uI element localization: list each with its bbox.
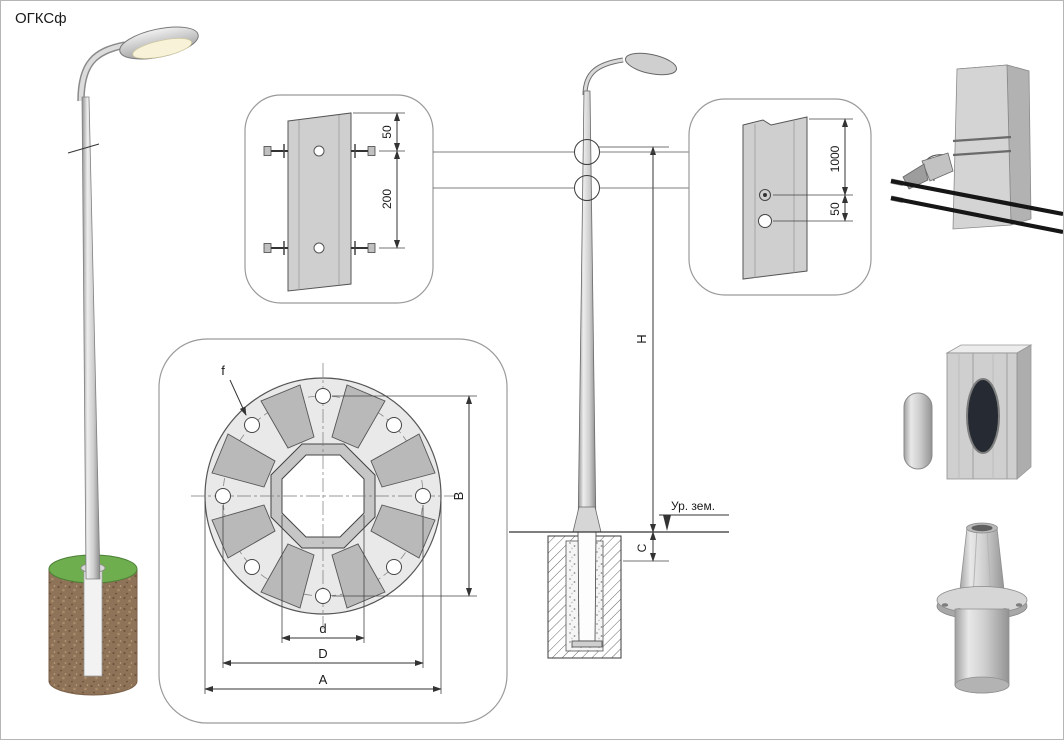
- pole-shaft-3d: [81, 96, 101, 580]
- sip-cable: [890, 178, 1063, 217]
- wedge-clamp-body: [921, 152, 954, 182]
- lamp-head-elevation: [624, 52, 678, 76]
- skirt-bottom: [954, 676, 1010, 694]
- pole-base-plate: [571, 640, 603, 648]
- pole-elevation: Ур. зем. H C: [509, 52, 729, 659]
- pole-shaft-elevation: [577, 90, 597, 533]
- handhole-cover-3d: [903, 344, 1033, 480]
- pole-base-flare: [572, 506, 602, 533]
- dim-f: f: [221, 363, 225, 378]
- cable-suspension-3d: [890, 64, 1063, 235]
- dim-d: d: [319, 621, 326, 636]
- foundation-sleeve: [83, 567, 103, 677]
- pole-side-face: [1016, 344, 1032, 480]
- dim-A: A: [319, 672, 328, 687]
- pole-section-strip: [287, 112, 352, 292]
- dim-200: 200: [380, 189, 394, 209]
- lamp-diffuser: [132, 38, 192, 59]
- ground-arrow: [663, 515, 671, 531]
- dim-H: H: [634, 334, 649, 343]
- dim-1000: 1000: [828, 145, 842, 172]
- clamp-bolt-row-lower: [263, 241, 376, 255]
- dim-50-side: 50: [828, 202, 842, 216]
- sip-cable: [890, 195, 1063, 235]
- flange-gussets: [211, 384, 436, 609]
- dim-50-top: 50: [380, 125, 394, 139]
- drain-hole: [758, 214, 772, 228]
- flange-bolt-holes: [215, 388, 431, 604]
- flange-plan-box: f B d D A: [158, 338, 508, 724]
- pole-front-face: [952, 64, 1012, 230]
- clamp-detail-box: 50 200: [244, 94, 434, 304]
- dim-D: D: [318, 646, 327, 661]
- band-clamp-lower: [952, 149, 1012, 157]
- handhole-detail-box: 1000 50: [688, 98, 872, 296]
- pole-section-strip: [742, 116, 808, 280]
- pole-3d-render: [48, 26, 199, 696]
- hole-cover-plate: [903, 392, 933, 470]
- clamp-bolt-row-upper: [263, 144, 376, 158]
- lamp-head: [119, 26, 199, 60]
- dim-B: B: [451, 492, 466, 501]
- page-title: ОГКСф: [15, 10, 67, 27]
- dim-C: C: [635, 543, 649, 552]
- connector-lines: [433, 151, 689, 189]
- flange-shoe-3d: [936, 522, 1028, 694]
- hand-hole-opening: [966, 378, 1000, 454]
- band-clamp-upper: [952, 135, 1012, 143]
- break-mark: [67, 143, 100, 154]
- ground-label: Ур. зем.: [671, 499, 715, 513]
- embedded-pole: [577, 531, 597, 642]
